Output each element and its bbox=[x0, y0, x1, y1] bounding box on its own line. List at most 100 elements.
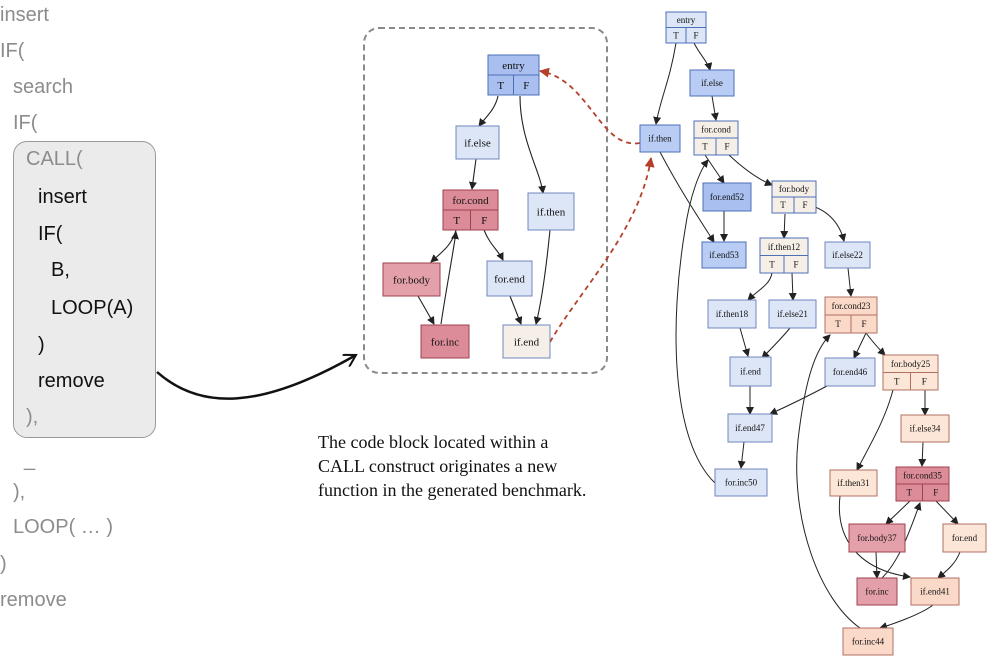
red-call-arrow-top bbox=[539, 67, 641, 145]
right-node-label: for.inc50 bbox=[725, 478, 758, 488]
right-node-label: if.then bbox=[648, 134, 672, 144]
code-line-if-close: ), bbox=[13, 481, 26, 503]
right-edge-forend-ifend41 bbox=[937, 551, 961, 579]
right-port-f: F bbox=[802, 200, 807, 210]
left-node-if-then: if.then bbox=[527, 192, 575, 231]
right-node-for-inc: for.inc bbox=[856, 577, 898, 606]
code-line-remove: remove bbox=[0, 589, 67, 611]
call-block-highlight bbox=[13, 141, 156, 438]
right-node-label: for.cond bbox=[701, 125, 731, 135]
code-line-insert: insert bbox=[0, 4, 49, 26]
left-node-label: if.then bbox=[537, 206, 566, 218]
right-edge-forbody25-ifthen31 bbox=[856, 389, 894, 471]
right-node-if-else21: if.else21 bbox=[768, 299, 817, 329]
right-node-label: entry bbox=[677, 15, 696, 25]
right-edge-ifend47-forinc50 bbox=[737, 441, 746, 469]
right-edge-ifthen12-ifthen18 bbox=[747, 272, 773, 301]
right-node-label: for.inc bbox=[865, 587, 888, 597]
right-node-label: for.body37 bbox=[857, 533, 897, 543]
left-node-label: if.else bbox=[464, 137, 491, 149]
left-node-label: entry bbox=[502, 60, 525, 72]
right-edge-forbody37-forinc bbox=[872, 551, 881, 579]
extracted-function-box bbox=[363, 27, 608, 374]
right-edge-forinc50-forcond bbox=[675, 159, 716, 484]
code-line-loop-a: LOOP(A) bbox=[51, 297, 134, 319]
right-edge-forcond35-forbody37 bbox=[885, 500, 911, 525]
left-node-for-inc: for.inc bbox=[420, 324, 470, 359]
right-edge-ifthen12-ifelse21 bbox=[788, 272, 797, 301]
caption: The code block located within a CALL con… bbox=[318, 430, 658, 502]
left-port-f: F bbox=[523, 80, 529, 92]
left-node-label: for.end bbox=[494, 273, 525, 285]
right-edge-ifelse-forcond bbox=[710, 95, 719, 121]
left-node-label: for.cond bbox=[452, 195, 489, 207]
code-line-outer-close: ) bbox=[0, 553, 7, 575]
right-node-for-end46: for.end46 bbox=[824, 357, 876, 387]
right-node-label: if.else34 bbox=[910, 424, 941, 434]
right-node-if-end41: if.end41 bbox=[910, 577, 960, 606]
right-port-f: F bbox=[922, 376, 927, 386]
right-node-label: for.body25 bbox=[891, 359, 931, 369]
right-port-f: F bbox=[724, 142, 729, 152]
right-edge-forend46-ifend47 bbox=[769, 385, 828, 415]
right-node-label: for.cond35 bbox=[903, 471, 942, 481]
left-node-if-end: if.end bbox=[502, 324, 551, 359]
right-node-if-end47: if.end47 bbox=[727, 413, 773, 443]
right-edge-entry-ifthen bbox=[653, 42, 677, 125]
right-port-t: T bbox=[835, 319, 841, 329]
right-node-label: for.body bbox=[779, 184, 810, 194]
code-line-loop: LOOP( … ) bbox=[13, 516, 114, 538]
right-port-t: T bbox=[907, 488, 913, 498]
code-line-underscore: _ bbox=[24, 449, 36, 471]
right-port-f: F bbox=[933, 488, 938, 498]
right-node-for-body37: for.body37 bbox=[848, 523, 906, 553]
right-node-label: for.cond23 bbox=[832, 301, 871, 311]
right-node-for-end52: for.end52 bbox=[702, 182, 752, 212]
right-node-label: if.then18 bbox=[716, 309, 749, 319]
right-node-label: for.inc44 bbox=[852, 637, 885, 647]
right-edge-forbody-ifthen12 bbox=[780, 213, 789, 239]
right-node-label: if.else bbox=[701, 78, 723, 88]
right-edge-forinc44-forcond23 bbox=[796, 334, 861, 629]
right-node-if-else: if.else bbox=[689, 69, 735, 97]
left-port-t: T bbox=[497, 80, 504, 92]
left-edge-forinc-forcond bbox=[440, 231, 459, 325]
right-node-for-end: for.end bbox=[942, 523, 987, 553]
code-line-b: B, bbox=[51, 259, 70, 281]
code-line-call: CALL( bbox=[26, 148, 83, 170]
left-node-label: for.inc bbox=[431, 336, 460, 348]
right-node-label: if.end47 bbox=[735, 423, 765, 433]
right-edge-ifend41-forinc44 bbox=[879, 604, 934, 630]
code-line-search: search bbox=[13, 76, 74, 98]
right-node-label: if.else22 bbox=[832, 250, 863, 260]
red-return-arrow bbox=[549, 157, 655, 343]
right-node-label: if.else21 bbox=[777, 309, 808, 319]
right-edge-forcond23-forend46 bbox=[853, 332, 867, 359]
caption-line-1: The code block located within a bbox=[318, 432, 549, 452]
left-edge-entry-ifthen bbox=[519, 95, 547, 194]
left-node-label: for.body bbox=[393, 274, 430, 286]
code-line-call-remove: remove bbox=[38, 370, 105, 392]
left-node-for-body: for.body bbox=[382, 262, 441, 297]
right-port-t: T bbox=[769, 259, 775, 269]
code-line-call-close: ), bbox=[26, 406, 39, 428]
code-line-if: IF( bbox=[0, 40, 25, 62]
right-node-if-then: if.then bbox=[639, 124, 681, 153]
right-edge-forcond35-forend bbox=[935, 500, 959, 525]
right-node-label: for.end bbox=[952, 533, 978, 543]
code-line-if-inner: IF( bbox=[13, 112, 38, 134]
left-edge-entry-ifelse bbox=[478, 95, 499, 127]
right-node-if-else34: if.else34 bbox=[900, 414, 950, 443]
right-edge-forcond-forend52 bbox=[704, 154, 725, 184]
right-port-f: F bbox=[861, 319, 866, 329]
caption-line-3: function in the generated benchmark. bbox=[318, 480, 587, 500]
right-node-label: for.end52 bbox=[710, 192, 744, 202]
left-port-t: T bbox=[453, 215, 460, 227]
